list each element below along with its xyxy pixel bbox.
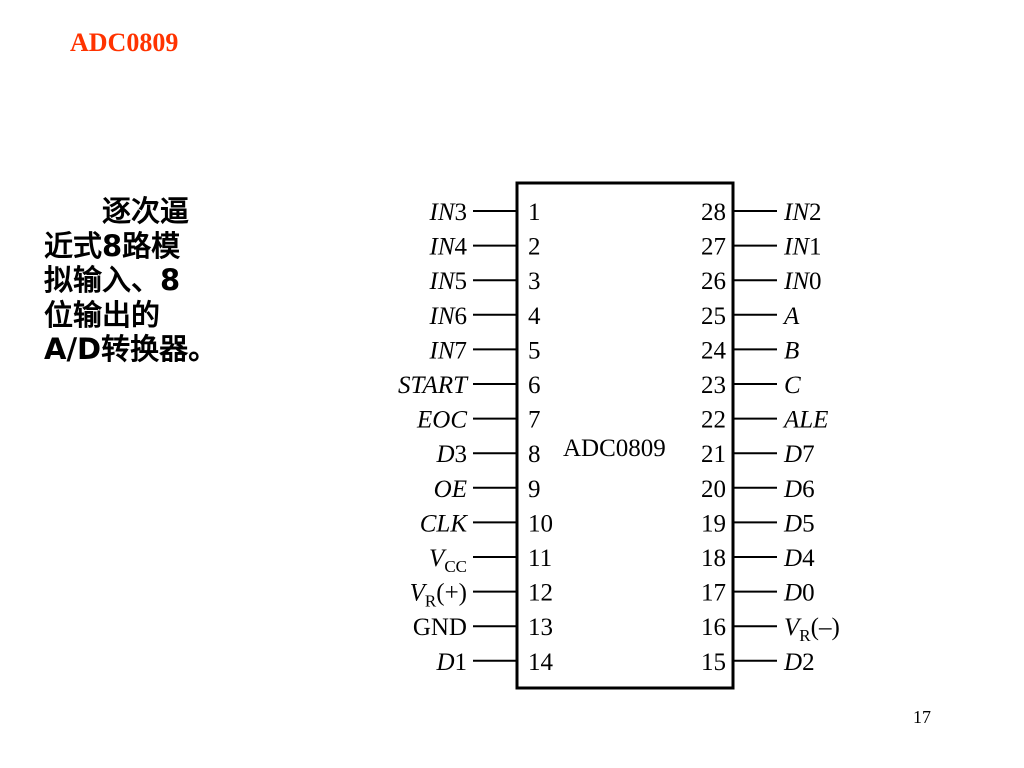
description-line: 位输出的 <box>44 297 161 332</box>
pin-label-right-6: C <box>784 372 801 399</box>
pin-label-right-13: VR(–) <box>784 614 840 645</box>
pin-label-right-11: D4 <box>783 545 815 572</box>
pin-label-right-9: D6 <box>783 476 815 503</box>
pin-group: 1 IN3 2 IN4 3 IN5 4 IN6 5 IN7 6 START 7 EOC 8 D3 9 OE 10 CL… <box>398 199 840 676</box>
chip-name: ADC0809 <box>563 435 666 462</box>
pin-label-right-5: B <box>784 337 799 364</box>
pin-label-left-4: IN6 <box>429 303 468 330</box>
pin-number-right-11: 18 <box>701 545 726 572</box>
pin-label-left-3: IN5 <box>429 268 468 295</box>
pin-number-right-7: 22 <box>701 407 726 434</box>
pin-label-right-1: IN2 <box>783 199 822 226</box>
pin-number-left-9: 9 <box>528 476 541 503</box>
description-line: A/D转换器。 <box>44 332 218 366</box>
slide-title: ADC0809 <box>70 28 179 57</box>
pin-label-left-1: IN3 <box>429 199 468 226</box>
pin-number-left-6: 6 <box>528 372 541 399</box>
pin-number-left-14: 14 <box>528 649 554 676</box>
pin-label-left-9: OE <box>434 476 467 503</box>
pin-label-right-10: D5 <box>783 510 815 537</box>
pin-label-right-3: IN0 <box>783 268 822 295</box>
pin-label-left-6: START <box>398 372 469 399</box>
pin-number-left-2: 2 <box>528 234 541 261</box>
pin-label-right-2: IN1 <box>783 234 822 261</box>
description-line: 拟输入、8 <box>44 263 181 297</box>
pin-number-left-10: 10 <box>528 510 553 537</box>
pin-number-right-13: 16 <box>701 614 726 641</box>
pin-label-left-12: VR(+) <box>410 580 467 611</box>
pin-label-right-4: A <box>782 303 800 330</box>
pin-label-left-10: CLK <box>420 510 469 537</box>
page-number: 17 <box>913 707 931 727</box>
pin-label-right-8: D7 <box>783 441 815 468</box>
description-line: 逐次逼 <box>102 194 190 228</box>
pin-label-right-7: ALE <box>782 407 828 434</box>
pin-label-left-8: D3 <box>435 441 467 468</box>
pin-number-left-8: 8 <box>528 441 541 468</box>
pin-number-left-13: 13 <box>528 614 553 641</box>
pin-number-left-3: 3 <box>528 268 541 295</box>
pin-number-right-8: 21 <box>701 441 726 468</box>
chip-description: 逐次逼 近式8路模 拟输入、8 位输出的 A/D转换器。 <box>44 194 234 367</box>
pin-label-left-11: VCC <box>429 545 467 576</box>
pin-number-left-7: 7 <box>528 407 541 434</box>
pin-label-left-14: D1 <box>435 649 467 676</box>
pin-number-right-12: 17 <box>701 580 726 607</box>
pin-label-left-13: GND <box>413 614 467 641</box>
pin-number-right-2: 27 <box>701 234 726 261</box>
pin-number-right-9: 20 <box>701 476 726 503</box>
pin-label-left-7: EOC <box>416 407 467 434</box>
pin-number-left-12: 12 <box>528 580 553 607</box>
chip-body <box>515 181 735 690</box>
pin-label-left-2: IN4 <box>429 234 468 261</box>
pin-label-left-5: IN7 <box>429 337 468 364</box>
pin-number-left-1: 1 <box>528 199 541 226</box>
pin-number-right-1: 28 <box>701 199 726 226</box>
pin-number-left-5: 5 <box>528 337 541 364</box>
pin-number-right-4: 25 <box>701 303 726 330</box>
pin-number-left-4: 4 <box>528 303 541 330</box>
pin-number-left-11: 11 <box>528 545 552 572</box>
pin-label-right-12: D0 <box>783 580 815 607</box>
description-line: 近式8路模 <box>44 228 181 263</box>
pin-number-right-6: 23 <box>701 372 726 399</box>
pin-label-right-14: D2 <box>783 649 815 676</box>
pin-number-right-14: 15 <box>701 649 726 676</box>
pin-number-right-5: 24 <box>701 337 727 364</box>
pin-number-right-3: 26 <box>701 268 726 295</box>
pin-number-right-10: 19 <box>701 510 726 537</box>
